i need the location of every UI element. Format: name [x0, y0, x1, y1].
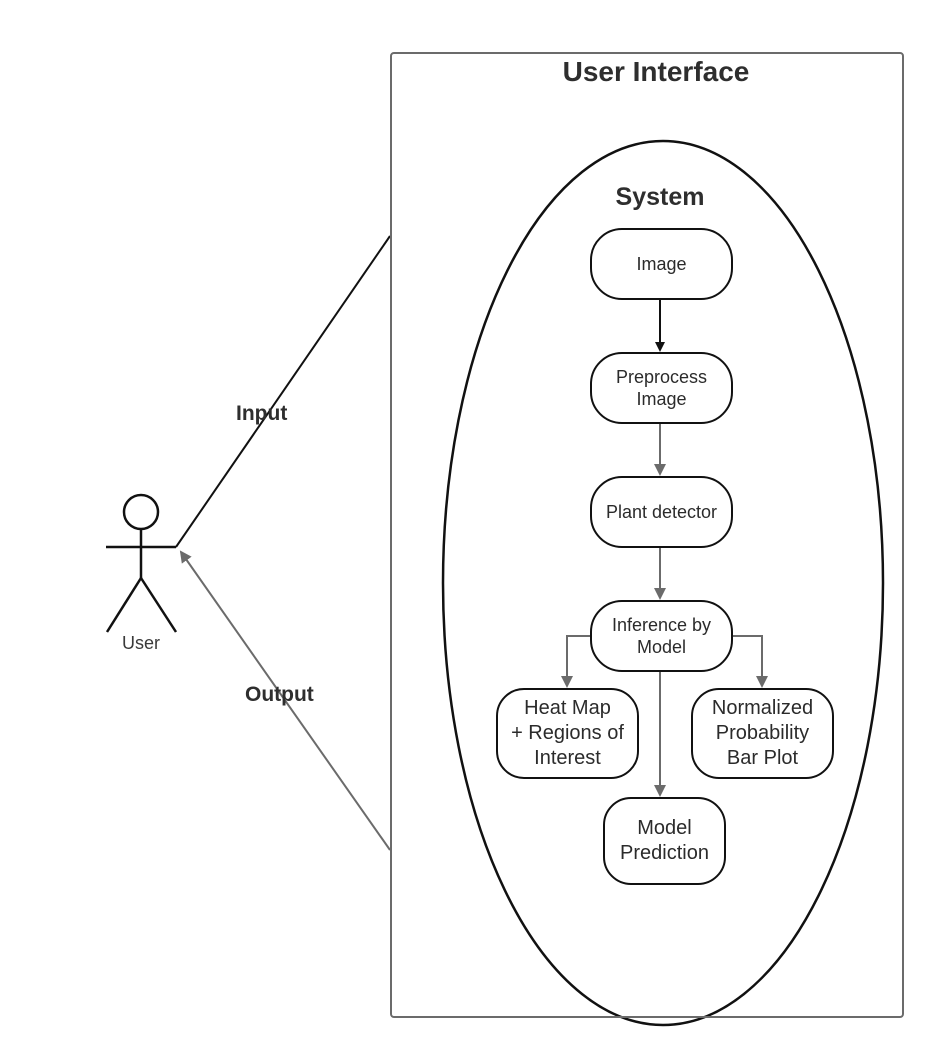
- node-prediction-label: Model Prediction: [620, 817, 709, 864]
- user-interface-frame: [390, 52, 904, 1018]
- system-boundary: [441, 139, 885, 1027]
- node-preprocess-label: Preprocess Image: [615, 366, 708, 410]
- system-title: System: [615, 183, 705, 211]
- node-heat-map-label: Heat Map + Regions of Interest: [511, 697, 624, 769]
- node-image-label: Image: [636, 253, 687, 274]
- output-label: Output: [245, 683, 314, 706]
- user-actor-icon: [105, 493, 178, 633]
- node-heat-map: Heat Map + Regions of Interest: [496, 688, 639, 779]
- node-plant-detector-label: Plant detector: [605, 501, 718, 522]
- user-label: User: [121, 633, 160, 653]
- node-image: Image: [590, 228, 733, 300]
- input-label: Input: [236, 402, 288, 425]
- node-plant-detector: Plant detector: [590, 476, 733, 548]
- output-connector: [179, 550, 391, 851]
- node-model-prediction: Model Prediction: [603, 797, 726, 885]
- arrow-inference-to-heatmap: [561, 635, 590, 688]
- node-normalized-label: Normalized Probability Bar Plot: [711, 697, 814, 769]
- user-interface-title: User Interface: [562, 56, 750, 87]
- node-inference-label: Inference by Model: [611, 614, 712, 658]
- arrow-inference-to-normalized: [733, 635, 768, 688]
- node-normalized-bar-plot: Normalized Probability Bar Plot: [691, 688, 834, 779]
- node-inference: Inference by Model: [590, 600, 733, 672]
- input-connector: [175, 235, 391, 548]
- node-preprocess-image: Preprocess Image: [590, 352, 733, 424]
